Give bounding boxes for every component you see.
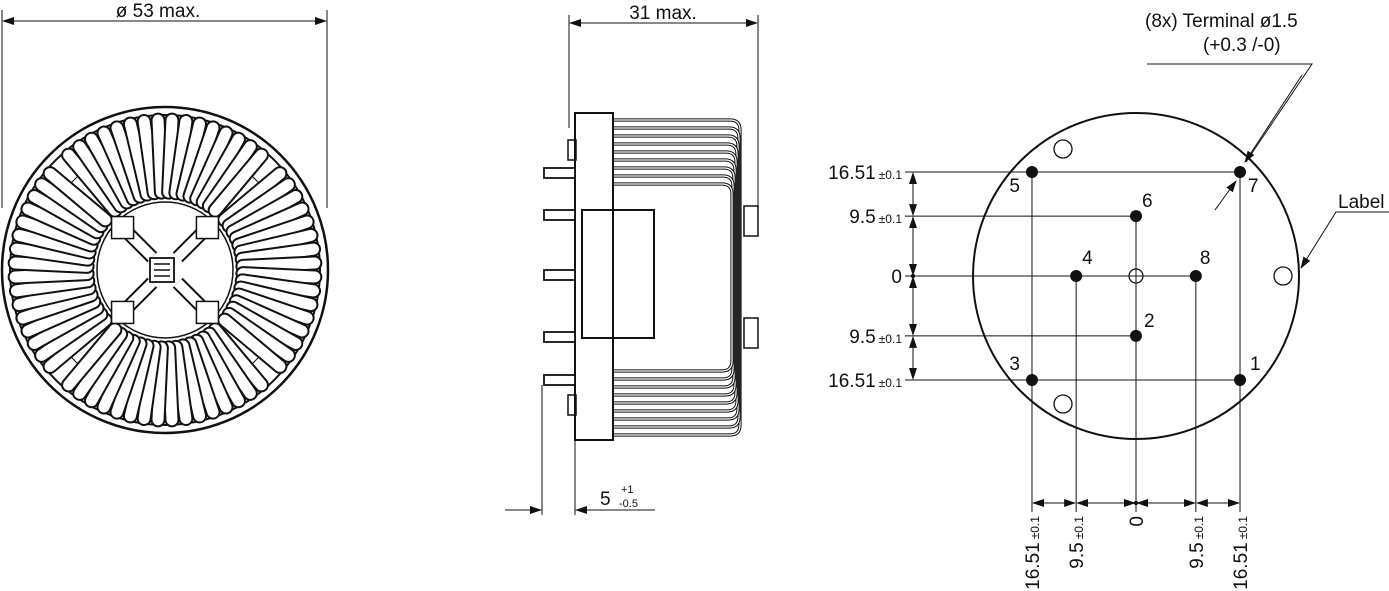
pin-2 (1130, 329, 1142, 342)
front-diameter-label: ø 53 max. (116, 1, 200, 22)
front-hub-cross (110, 215, 220, 325)
pin-label-5: 5 (1009, 176, 1020, 197)
front-windings (7, 112, 323, 428)
pin-4 (1070, 270, 1083, 282)
side-base-plate (574, 112, 614, 441)
y-dim-label: 9.5±0.1 (849, 207, 902, 228)
pin-length-value: 5 (600, 489, 611, 510)
pin-label-2: 2 (1144, 311, 1155, 332)
y-dim-label: 9.5±0.1 (849, 327, 902, 348)
pin-8 (1189, 270, 1202, 282)
label-leader (1300, 211, 1389, 269)
terminal-callout-line1: (8x) Terminal ø1.5 (1145, 11, 1298, 32)
terminal-leader (1147, 63, 1313, 163)
mount-hole-bottom (1053, 394, 1073, 414)
pin-label-1: 1 (1250, 354, 1261, 375)
pin-3 (1025, 374, 1038, 387)
side-winding-leads (613, 118, 742, 437)
pin-7 (1234, 165, 1247, 178)
front-view: ø 53 max. (0, 1, 330, 435)
pin-label-7: 7 (1248, 176, 1259, 197)
side-label-block (581, 209, 655, 339)
mount-hole-top (1053, 139, 1073, 159)
x-dim-label: 16.51±0.1 (1023, 516, 1044, 590)
pin-dimension-lines (905, 171, 1241, 512)
pin-label-3: 3 (1009, 354, 1020, 375)
front-inner-rim (9, 114, 321, 426)
pin-label-6: 6 (1142, 191, 1153, 212)
y-dim-label: 16.51±0.1 (828, 163, 902, 184)
pin-1 (1234, 374, 1247, 387)
y-dim-label: 0 (891, 267, 902, 288)
pin-dots: 1 2 3 4 5 6 7 8 (1009, 165, 1261, 387)
side-pins (543, 167, 576, 386)
terminal-arrow-lower (1214, 180, 1237, 211)
pin-6 (1130, 210, 1142, 223)
front-outer-rim (0, 105, 330, 435)
pin-length-tol-plus: +1 (621, 484, 634, 496)
x-dim-label: 9.5±0.1 (1067, 516, 1088, 569)
x-dim-label: 9.5±0.1 (1187, 516, 1208, 569)
mount-hole-right (1273, 266, 1293, 286)
side-width-label: 31 max. (629, 3, 697, 24)
side-view: 31 max. 5 +1 -0.5 (505, 3, 759, 515)
pin-label-4: 4 (1082, 248, 1093, 269)
front-logo (149, 257, 175, 283)
x-dim-label: 0 (1127, 516, 1148, 527)
pin-label-8: 8 (1200, 248, 1211, 269)
pin-length-tol-minus: -0.5 (619, 498, 638, 510)
pin-5 (1025, 165, 1038, 178)
x-dimension-labels: 16.51±0.1 9.5±0.1 0 9.5±0.1 16.51±0.1 (1023, 516, 1252, 590)
terminal-arrow-upper (1244, 74, 1303, 163)
x-dim-label: 16.51±0.1 (1231, 516, 1252, 590)
label-callout-text: Label (1338, 192, 1385, 213)
terminal-callout-line2: (+0.3 /-0) (1203, 35, 1281, 56)
front-hub (96, 201, 234, 339)
y-dim-label: 16.51±0.1 (828, 371, 902, 392)
y-dimension-labels: 16.51±0.1 9.5±0.1 0 9.5±0.1 16.51±0.1 (828, 163, 902, 392)
